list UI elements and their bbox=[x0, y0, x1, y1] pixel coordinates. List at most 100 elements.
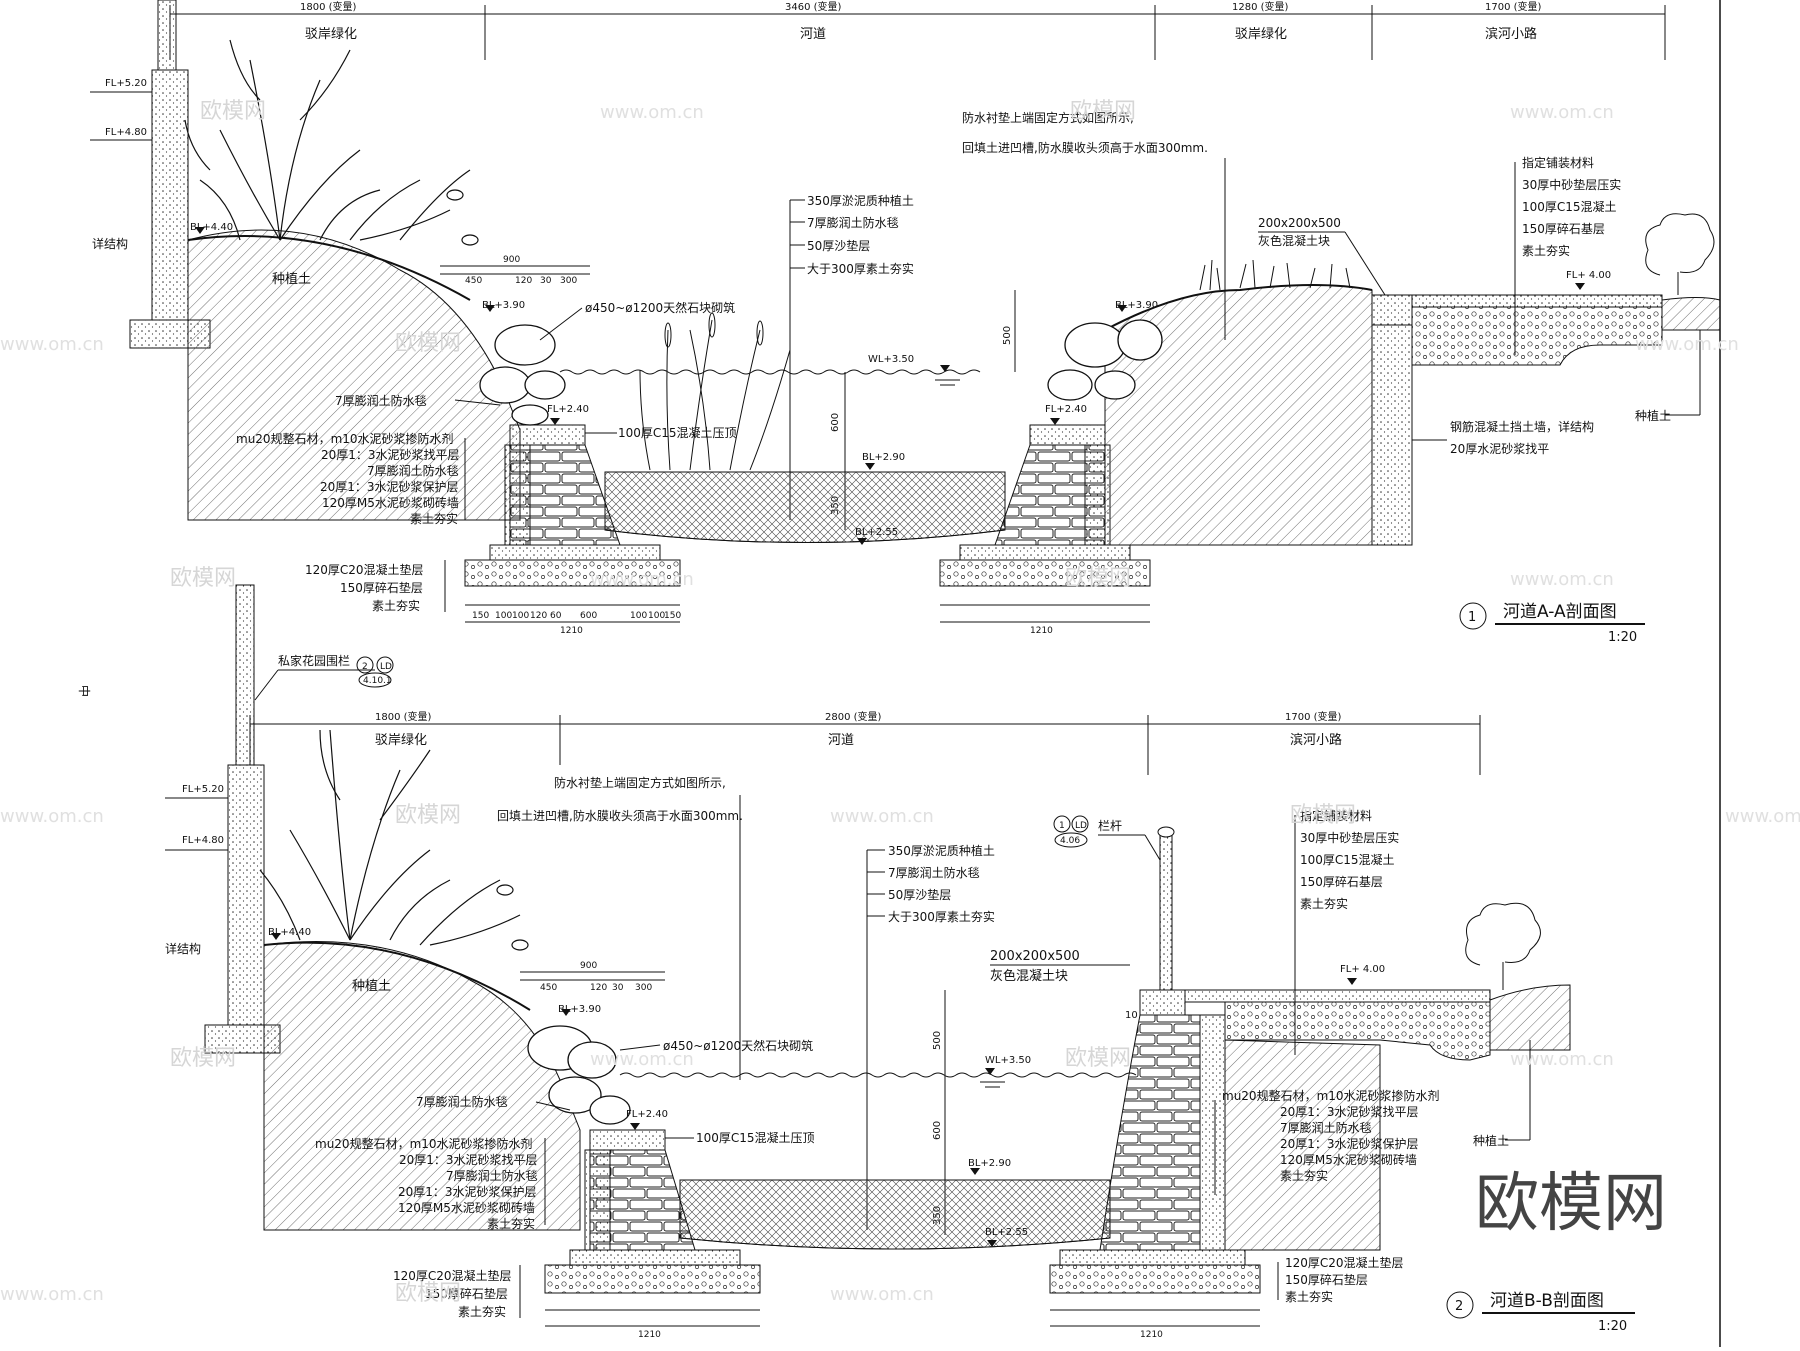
a-right-cap bbox=[1029, 424, 1106, 446]
a-c15-cap: 100厚C15混凝土压顶 bbox=[618, 425, 737, 440]
b-railing-post bbox=[1159, 834, 1173, 991]
b-zone-3: 滨河小路 bbox=[1290, 732, 1342, 748]
section-a: 1800 (变量) 3460 (变量) 1280 (变量) 1700 (变量) … bbox=[90, 0, 1721, 645]
b-dim-900: 900 bbox=[580, 961, 597, 971]
a-concrete-block: 200x200x500 bbox=[1258, 216, 1341, 230]
watermark-url: www.om.cn bbox=[600, 102, 704, 123]
a-base-layer-1: 120厚C20混凝土垫层 bbox=[305, 562, 424, 577]
b-wall-layer-6: 素土夯实 bbox=[487, 1216, 535, 1231]
b-base-layer-r3: 素土夯实 bbox=[1285, 1289, 1333, 1304]
a-concrete-curb bbox=[1371, 294, 1413, 326]
b-level-bl255: BL+2.55 bbox=[985, 1227, 1028, 1238]
a-path-layer-4: 150厚碎石基层 bbox=[1522, 221, 1605, 236]
b-level-bl290: BL+2.90 bbox=[968, 1158, 1011, 1169]
a-waterproof-note1: 防水衬垫上端固定方式如图所示, bbox=[962, 110, 1134, 125]
a-title-circle bbox=[1459, 602, 1487, 630]
a-zone-4: 滨河小路 bbox=[1485, 26, 1537, 42]
a-path-base bbox=[1411, 306, 1663, 366]
a-level-fl240-left: FL+2.40 bbox=[547, 404, 589, 415]
a-plants-left bbox=[184, 39, 479, 246]
b-level-bl440: BL+4.40 bbox=[268, 927, 311, 938]
b-vdim-500: 500 bbox=[932, 1031, 943, 1050]
b-bottom-total-right: 1210 bbox=[1140, 1330, 1163, 1340]
a-level-bl440: BL+4.40 bbox=[190, 222, 233, 233]
a-bdim-1: 150 bbox=[472, 611, 489, 621]
b-fence-ref-2: LD bbox=[380, 662, 392, 672]
b-left-cap bbox=[589, 1129, 666, 1151]
watermark-url: www.om.cn bbox=[830, 806, 934, 827]
a-natural-stone: ø450~ø1200天然石块砌筑 bbox=[585, 300, 735, 315]
a-dim-3: 1280 (变量) bbox=[1232, 0, 1289, 13]
b-left-c20-pad bbox=[569, 1249, 741, 1266]
a-wall-layer-6: 素土夯实 bbox=[410, 511, 458, 526]
b-left-bank-soil bbox=[263, 941, 581, 1231]
a-detail-structure: 详结构 bbox=[92, 236, 128, 251]
a-path-layer-1: 指定铺装材料 bbox=[1522, 155, 1594, 170]
a-level-fl520: FL+5.20 bbox=[105, 78, 147, 89]
watermark-url: www.om.cn bbox=[830, 1284, 934, 1305]
b-path-layer-4: 150厚碎石基层 bbox=[1300, 874, 1383, 889]
a-level-fl480: FL+4.80 bbox=[105, 127, 147, 138]
a-water-line bbox=[559, 369, 981, 375]
b-dim-1: 1800 (变量) bbox=[375, 710, 432, 723]
a-vdim-600: 600 bbox=[830, 413, 841, 432]
b-level-fl240: FL+2.40 bbox=[626, 1109, 668, 1120]
watermark-brand: 欧模网 bbox=[1070, 99, 1136, 124]
a-retaining-wall-label: 钢筋混凝土挡土墙，详结构 bbox=[1450, 419, 1594, 434]
a-concrete-block2: 灰色混凝土块 bbox=[1258, 233, 1330, 248]
a-bdim-5: 60 bbox=[550, 611, 562, 621]
a-bottom-total-right: 1210 bbox=[1030, 626, 1053, 636]
b-wall-layer-1: mu20规整石材，m10水泥砂浆掺防水剂 bbox=[315, 1136, 533, 1151]
a-cement-level: 20厚水泥砂浆找平 bbox=[1450, 441, 1549, 456]
b-base-layer-r1: 120厚C20混凝土垫层 bbox=[1285, 1255, 1404, 1270]
b-base-layer-r2: 150厚碎石垫层 bbox=[1285, 1272, 1368, 1287]
b-path-base bbox=[1224, 1001, 1491, 1061]
b-base-layer-3: 素土夯实 bbox=[458, 1304, 506, 1319]
watermark-url: www.om.cn bbox=[590, 1049, 694, 1070]
a-left-gravel bbox=[464, 559, 681, 587]
b-detail-structure: 详结构 bbox=[165, 941, 201, 956]
b-right-c20-pad bbox=[1059, 1249, 1246, 1266]
a-dim-120: 120 bbox=[515, 276, 532, 286]
b-waterproof-note1: 防水衬垫上端固定方式如图所示, bbox=[554, 775, 726, 790]
section-b: 中 1800 (变量) 2800 (变量) 1700 (变量) 驳岸绿化 河道 … bbox=[77, 584, 1635, 1340]
a-path-layer-5: 素土夯实 bbox=[1522, 243, 1570, 258]
b-waterproof-note2: 回填土进凹槽,防水膜收头须高于水面300mm. bbox=[497, 808, 743, 823]
b-plants-left bbox=[259, 729, 529, 951]
b-level-fl480: FL+4.80 bbox=[182, 835, 224, 846]
a-bentonite-left: 7厚膨润土防水毯 bbox=[335, 393, 427, 408]
a-bottom-total-left: 1210 bbox=[560, 626, 583, 636]
b-wall-layer-r1: mu20规整石材，m10水泥砂浆掺防水剂 bbox=[1222, 1088, 1440, 1103]
b-c15-cap: 100厚C15混凝土压顶 bbox=[696, 1130, 815, 1145]
a-level-bl390-left: BL+3.90 bbox=[482, 300, 525, 311]
b-natural-stone: ø450~ø1200天然石块砌筑 bbox=[663, 1038, 813, 1053]
b-bed-layer-1: 350厚淤泥质种植土 bbox=[888, 843, 995, 858]
watermark-url: www.om.cn bbox=[1510, 1049, 1614, 1070]
b-bottom-total-left: 1210 bbox=[638, 1330, 661, 1340]
watermark-url: www.om.cn bbox=[1635, 334, 1739, 355]
b-base-layer-2: 150厚碎石垫层 bbox=[425, 1286, 508, 1301]
b-dim-450: 450 bbox=[540, 983, 557, 993]
b-tree-icon bbox=[1465, 902, 1541, 990]
b-dim-300: 300 bbox=[635, 983, 652, 993]
b-wall-layer-2: 20厚1：3水泥砂浆找平层 bbox=[399, 1152, 538, 1167]
a-riverbed bbox=[604, 471, 1006, 543]
a-waterproof-note2: 回填土进凹槽,防水膜收头须高于水面300mm. bbox=[962, 140, 1208, 155]
b-wall-layer-4: 20厚1：3水泥砂浆保护层 bbox=[398, 1184, 537, 1199]
b-water-line bbox=[619, 1072, 1137, 1078]
a-bdim-9: 150 bbox=[664, 611, 681, 621]
watermark-brand: 欧模网 bbox=[200, 99, 266, 124]
b-wall-layer-r3: 7厚膨润土防水毯 bbox=[1280, 1120, 1372, 1135]
a-dim-900: 900 bbox=[503, 255, 520, 265]
b-bentonite-left: 7厚膨润土防水毯 bbox=[416, 1094, 508, 1109]
a-bdim-3: 100 bbox=[512, 611, 529, 621]
b-fence-post bbox=[235, 584, 255, 766]
a-zone-2: 河道 bbox=[800, 27, 826, 42]
b-ten: 10 bbox=[1125, 1010, 1138, 1021]
b-left-wall bbox=[227, 764, 265, 1026]
a-left-bank-soil bbox=[187, 229, 521, 521]
b-scale: 1:20 bbox=[1598, 1319, 1627, 1334]
b-level-fl400: FL+ 4.00 bbox=[1340, 964, 1385, 975]
